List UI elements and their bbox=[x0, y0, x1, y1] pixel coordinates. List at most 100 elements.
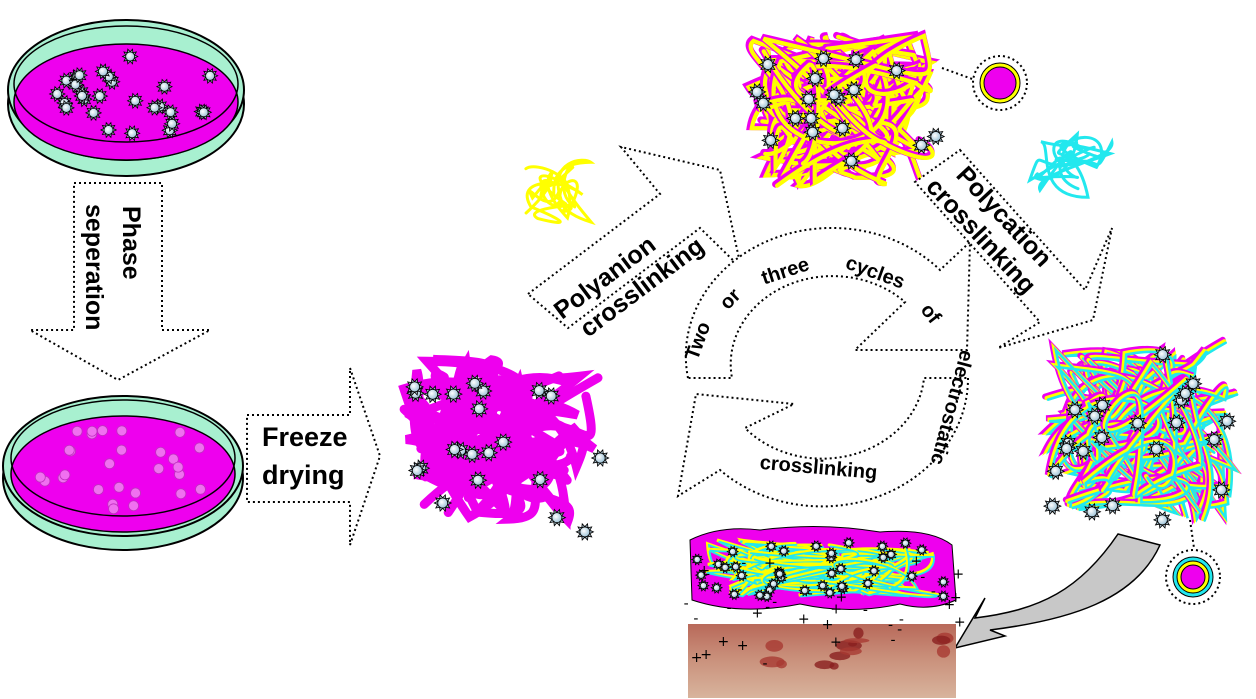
spiked-cell-icon bbox=[161, 103, 180, 121]
spiked-cell-icon bbox=[123, 125, 141, 142]
plus-charge: + bbox=[830, 635, 842, 651]
spiked-cell-icon bbox=[1093, 396, 1112, 415]
dissolved-cell bbox=[195, 483, 206, 495]
minus-charge: - bbox=[765, 599, 770, 615]
spiked-cell-icon bbox=[694, 569, 708, 582]
wound-image: -+-+-+-+-+-+-+-+-+-+-+-+-+-+-+-+-+ bbox=[684, 525, 966, 698]
spiked-cell-icon bbox=[1183, 374, 1203, 393]
spiked-cell-icon bbox=[823, 586, 837, 599]
spiked-cell-icon bbox=[798, 584, 812, 597]
spiked-cell-icon bbox=[469, 399, 489, 418]
spiked-cell-icon bbox=[825, 567, 839, 580]
spiked-cell-icon bbox=[1211, 480, 1231, 499]
dissolved-cell bbox=[104, 458, 115, 470]
spiked-cell-icon bbox=[1046, 462, 1066, 481]
spiked-cell-icon bbox=[899, 537, 912, 550]
magenta-fiber bbox=[416, 380, 588, 494]
spiked-cell-icon bbox=[1103, 496, 1123, 515]
spiked-cell-icon bbox=[443, 385, 463, 404]
spiked-cell-icon bbox=[834, 562, 848, 575]
dissolved-cell bbox=[174, 426, 186, 438]
dissolved-cell bbox=[86, 425, 98, 437]
spiked-cell-icon bbox=[773, 567, 787, 581]
spiked-cell-icon bbox=[1073, 442, 1093, 461]
spiked-cell-icon bbox=[195, 104, 213, 121]
spiked-cell-icon bbox=[1167, 413, 1186, 432]
spiked-cell-icon bbox=[835, 580, 849, 593]
spiked-cell-icon bbox=[801, 109, 821, 128]
spiked-cell-icon bbox=[809, 540, 823, 553]
plus-charge: + bbox=[952, 566, 964, 582]
spiked-cell-icon bbox=[805, 69, 825, 88]
minus-charge: - bbox=[888, 618, 893, 634]
polycation-strand bbox=[1026, 130, 1116, 199]
minus-charge: - bbox=[897, 622, 902, 638]
spiked-cell-icon bbox=[726, 545, 740, 558]
dish-bottom-cells bbox=[34, 425, 206, 515]
dissolved-cell bbox=[113, 481, 125, 493]
minus-charge: - bbox=[772, 594, 777, 610]
spiked-cell-icon bbox=[575, 522, 595, 541]
spiked-cell-icon bbox=[876, 551, 890, 564]
dissolved-cell bbox=[167, 453, 179, 465]
yellow-magenta-fiber bbox=[775, 62, 888, 188]
dissolved-cell bbox=[116, 444, 127, 456]
dissolved-cell bbox=[71, 425, 83, 437]
spiked-cell-icon bbox=[861, 577, 875, 590]
spiked-cell-icon bbox=[126, 92, 144, 110]
minus-charge: - bbox=[727, 601, 732, 617]
spiked-cell-icon bbox=[729, 560, 743, 573]
spiked-cell-icon bbox=[1175, 384, 1195, 403]
plus-charge: + bbox=[718, 634, 730, 650]
plus-charge: + bbox=[798, 611, 810, 627]
spiked-cell-icon bbox=[1085, 407, 1105, 426]
wound-blood-marks bbox=[759, 627, 954, 670]
plus-charge: + bbox=[910, 554, 922, 570]
dissolved-cell bbox=[172, 461, 184, 473]
spiked-cell-icon bbox=[718, 561, 732, 574]
spiked-cell-icon bbox=[846, 50, 866, 69]
spiked-cell-icon bbox=[479, 443, 499, 462]
dissolved-cell bbox=[116, 425, 128, 437]
spiked-cell-icon bbox=[697, 579, 710, 592]
spiked-cell-icon bbox=[121, 48, 139, 65]
fiber-crosssection-callout-bottom bbox=[1165, 519, 1221, 605]
spiked-cell-icon bbox=[201, 67, 219, 85]
spiked-cell-icon bbox=[468, 471, 488, 490]
spiked-cell-icon bbox=[405, 377, 425, 396]
spiked-cell-icon bbox=[758, 55, 778, 74]
spiked-cell-icon bbox=[937, 590, 950, 603]
cyan-scaffold bbox=[1037, 336, 1242, 529]
charge-markers: -+-+-+-+-+-+-+-+-+-+-+-+-+-+-+-+-+ bbox=[684, 554, 966, 673]
plus-charge: + bbox=[700, 647, 712, 663]
spiked-cell-icon bbox=[1042, 497, 1062, 516]
yellow-polyanion-fiber bbox=[525, 174, 584, 224]
spiked-cell-icon bbox=[824, 85, 844, 104]
spiked-cell-icon bbox=[735, 569, 748, 582]
spiked-cell-icon bbox=[48, 85, 66, 103]
spiked-cell-icon bbox=[1153, 345, 1173, 364]
spiked-cell-icon bbox=[163, 115, 181, 133]
freeze-label-line1: Freeze bbox=[262, 422, 348, 452]
yellow-magenta-scaffold bbox=[742, 29, 948, 191]
dissolved-cell bbox=[97, 425, 108, 436]
minus-charge: - bbox=[693, 611, 698, 627]
spiked-cell-icon bbox=[462, 445, 482, 464]
dissolved-cell bbox=[155, 446, 167, 458]
spiked-cell-icon bbox=[761, 131, 781, 150]
spiked-cell-icon bbox=[423, 385, 443, 404]
plus-charge: + bbox=[691, 650, 703, 666]
spiked-cell-icon bbox=[926, 127, 946, 146]
dissolved-cell bbox=[175, 488, 187, 500]
spiked-cell-icon bbox=[767, 577, 780, 590]
minus-charge: - bbox=[705, 566, 710, 582]
dissolved-cell bbox=[93, 484, 104, 495]
plus-charge: + bbox=[950, 590, 962, 606]
svg-text:seperation: seperation bbox=[80, 204, 108, 330]
minus-charge: - bbox=[931, 584, 936, 600]
spiked-cell-icon bbox=[1092, 428, 1112, 447]
dissolved-cell bbox=[128, 500, 139, 512]
spiked-cell-icon bbox=[145, 99, 164, 116]
